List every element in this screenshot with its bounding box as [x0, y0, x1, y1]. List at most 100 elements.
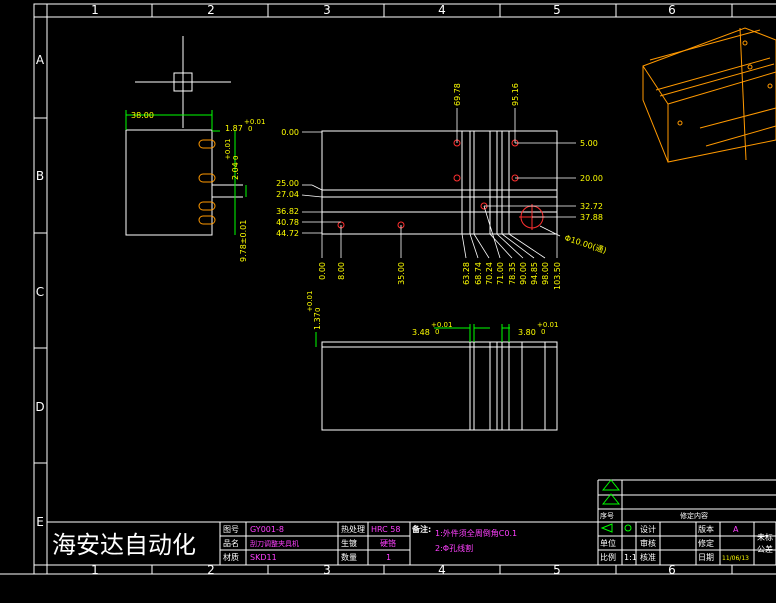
front-mid-dim-1: 3.48	[412, 328, 430, 337]
main-bottom-dim-10: 98.00	[541, 262, 550, 285]
side-v-dim-1: 2.04	[231, 162, 240, 180]
side-v-tol-1-plus: +0.01	[224, 139, 232, 160]
main-bottom-dim-7: 78.35	[508, 262, 517, 285]
tol-note-2: 公差	[757, 544, 773, 554]
front-dim-lines	[315, 324, 510, 347]
main-holes	[337, 139, 545, 230]
label-scale: 比例	[600, 552, 616, 562]
side-tol-zero: 0	[248, 125, 252, 133]
note-2: 2:Φ孔线割	[435, 543, 473, 553]
col-label-1-bottom: 1	[91, 563, 99, 577]
main-top-dim-1: 95.16	[511, 83, 520, 106]
datum-icon-1	[601, 479, 621, 505]
col-label-5: 5	[553, 3, 561, 17]
main-left-dim-3: 36.82	[276, 207, 299, 216]
main-left-dim-5: 44.72	[276, 229, 299, 238]
main-bottom-dim-9: 94.85	[530, 262, 539, 285]
main-left-dim-0: 0.00	[281, 128, 299, 137]
date: 11/06/13	[722, 555, 749, 562]
main-bottom-dim-1: 8.00	[337, 262, 346, 280]
main-bottom-dim-5: 70.24	[485, 262, 494, 285]
col-label-1: 1	[91, 3, 99, 17]
main-left-dim-2: 27.04	[276, 190, 299, 199]
front-mid-tol-2-zero: 0	[541, 328, 545, 336]
label-revise: 修定	[698, 538, 714, 548]
tol-note-1: 未标	[757, 532, 773, 542]
version: A	[733, 525, 739, 534]
row-label-b: B	[36, 169, 44, 183]
label-revision-content: 修定内容	[680, 511, 708, 520]
scale: 1:1	[624, 553, 637, 562]
projection-symbol-icon	[600, 523, 632, 533]
col-label-4-bottom: 4	[438, 563, 446, 577]
front-mid-tol-1-zero: 0	[435, 328, 439, 336]
label-heat: 热处理	[341, 524, 365, 534]
front-left-tol-zero: 0	[314, 308, 322, 312]
label-part-name: 品名	[223, 538, 239, 548]
main-bottom-dim-8: 90.00	[519, 262, 528, 285]
main-bottom-dim-3: 63.28	[462, 262, 471, 285]
col-label-6: 6	[668, 3, 676, 17]
material: SKD11	[250, 553, 277, 562]
side-tol-plus: +0.01	[244, 118, 265, 126]
col-label-3-bottom: 3	[323, 563, 331, 577]
main-right-dim-0: 5.00	[580, 139, 598, 148]
label-review: 审核	[640, 538, 656, 548]
label-date: 日期	[698, 553, 714, 562]
main-bottom-dim-2: 35.00	[397, 262, 406, 285]
col-label-4: 4	[438, 3, 446, 17]
label-material: 材质	[223, 552, 239, 562]
row-label-c: C	[36, 285, 44, 299]
heat: HRC 58	[371, 525, 400, 534]
front-mid-tol-1-plus: +0.01	[431, 321, 452, 329]
drawing-no: GY001-8	[250, 525, 284, 534]
qty: 1	[386, 553, 391, 562]
main-view	[321, 130, 558, 235]
title-block	[46, 521, 776, 566]
row-ticks	[34, 117, 47, 464]
front-view	[321, 341, 558, 431]
front-left-dim: 1.37	[313, 312, 322, 330]
main-left-dim-1: 25.00	[276, 179, 299, 188]
company-name: 海安达自动化	[52, 531, 196, 559]
main-hole-note: Φ10.00(通)	[563, 232, 607, 255]
side-tol-dim: 1.87	[225, 124, 243, 133]
note-1: 1:外件须全周倒角C0.1	[435, 528, 517, 538]
col-label-2: 2	[207, 3, 215, 17]
label-design: 设计	[640, 524, 656, 534]
label-surface: 生镀	[341, 538, 357, 548]
row-label-e: E	[36, 515, 44, 529]
surface: 硬铬	[380, 538, 396, 548]
label-unit: 单位	[600, 538, 616, 548]
label-version: 版本	[698, 524, 714, 534]
part-name: 刮刀调整夹具机	[250, 539, 299, 548]
col-label-3: 3	[323, 3, 331, 17]
front-mid-dim-2: 3.80	[518, 328, 536, 337]
main-right-dim-1: 20.00	[580, 174, 603, 183]
row-label-d: D	[35, 400, 44, 414]
outer-frame	[33, 3, 776, 575]
crosshair-cursor	[135, 36, 231, 128]
main-bottom-dim-6: 71.00	[496, 262, 505, 285]
main-bottom-dim-11: 103.50	[553, 262, 562, 290]
front-left-tol-plus: +0.01	[306, 291, 314, 312]
col-label-2-bottom: 2	[207, 563, 215, 577]
main-top-dim-0: 69.78	[453, 83, 462, 106]
label-seq: 序号	[600, 511, 614, 520]
column-ticks	[151, 4, 733, 574]
col-label-6-bottom: 6	[668, 563, 676, 577]
main-right-dim-3: 37.88	[580, 213, 603, 222]
row-label-a: A	[36, 53, 45, 67]
label-approve: 核准	[640, 552, 656, 562]
label-qty: 数量	[341, 552, 357, 562]
main-left-dim-4: 40.78	[276, 218, 299, 227]
side-v-tol-1-zero: 0	[232, 156, 240, 160]
main-right-dim-2: 32.72	[580, 202, 603, 211]
side-width-dim: 38.00	[131, 111, 154, 120]
front-mid-tol-2-plus: +0.01	[537, 321, 558, 329]
isometric-view	[642, 27, 776, 163]
label-notes: 备注:	[411, 524, 431, 534]
col-label-5-bottom: 5	[553, 563, 561, 577]
side-v-dim-2: 9.78±0.01	[239, 220, 248, 262]
